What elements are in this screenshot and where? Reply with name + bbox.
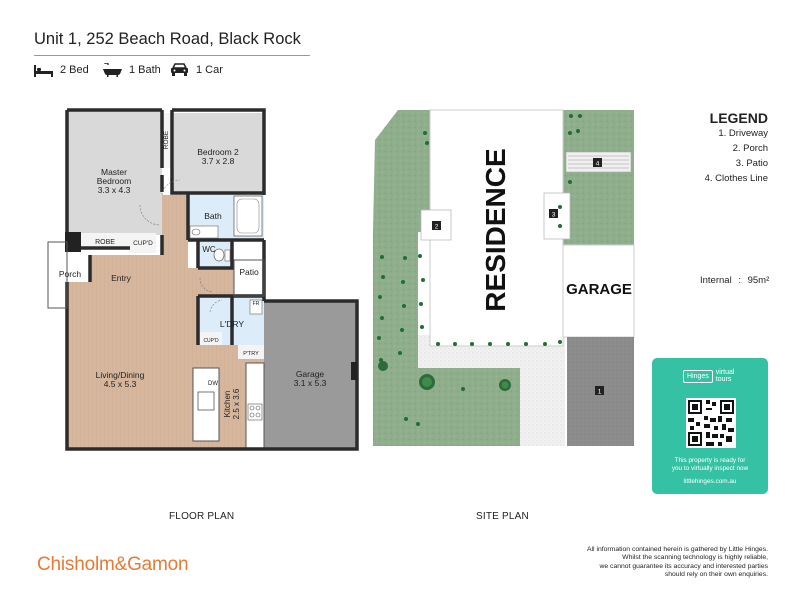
garage-name: Garage: [296, 369, 325, 379]
legend-item-porch: 2. Porch: [732, 143, 768, 154]
fridge-label: FR: [253, 301, 260, 307]
brand-logo: Chisholm&Gamon: [37, 554, 189, 575]
cupboard-top-label: CUP'D: [133, 240, 153, 247]
entry-label: Entry: [111, 273, 132, 283]
residence-label: RESIDENCE: [480, 148, 511, 311]
residence-footprint: [429, 109, 564, 347]
car-count-label: 1 Car: [196, 64, 223, 76]
bathtub: [233, 195, 263, 237]
internal-separator: :: [738, 275, 741, 286]
tours-word: tours: [715, 376, 732, 383]
living-name: Living/Dining: [96, 370, 145, 380]
bedroom-2: [172, 113, 264, 193]
virtual-tour-url[interactable]: littlehinges.com.au: [683, 478, 737, 485]
floor-plan-label: FLOOR PLAN: [169, 511, 235, 522]
wall-column: [65, 232, 81, 252]
robe-horizontal: [80, 233, 130, 248]
car-icon: [171, 63, 188, 76]
cooktop: [247, 403, 263, 421]
bath-count-label: 1 Bath: [129, 64, 161, 76]
site-garage-label: GARAGE: [566, 281, 632, 298]
marker-4: 4: [596, 161, 600, 168]
master-name: Master: [101, 167, 127, 177]
hinges-badge: Hinges: [683, 369, 713, 383]
cupboard-top: [129, 233, 156, 253]
bed-icon: [34, 64, 53, 77]
wc-label: WC: [202, 245, 216, 254]
bed-feature: 2 Bed: [34, 62, 89, 78]
kitchen-dims: 2.5 x 3.6: [232, 388, 241, 419]
pantry-label: P'TRY: [243, 351, 259, 357]
marker-2: 2: [435, 224, 439, 231]
qr-code-icon[interactable]: [686, 398, 736, 448]
bedroom2-name: Bedroom 2: [197, 147, 239, 157]
patio-area: [233, 259, 265, 297]
disclaimer-line-4: should rely on their own enquiries.: [664, 571, 768, 579]
car-feature: 1 Car: [170, 62, 223, 78]
robe-vertical-label: ROBE: [163, 130, 170, 149]
cupboard-laundry: [200, 332, 222, 345]
legend-item-driveway: 1. Driveway: [718, 128, 768, 139]
marker-3: 3: [552, 212, 556, 219]
disclaimer: All information contained herein is gath…: [508, 546, 768, 580]
garage-room: [264, 301, 357, 449]
disclaimer-line-3: we cannot guarantee its accuracy and int…: [599, 562, 768, 570]
porch-area: [47, 241, 68, 309]
disclaimer-line-1: All information contained herein is gath…: [587, 546, 768, 553]
internal-value: 95m²: [747, 275, 770, 286]
virtual-tour-line-2: you to virtually inspect now: [671, 465, 749, 472]
robe-label: ROBE: [95, 239, 115, 246]
gravel-path-side: [520, 368, 565, 446]
virtual-tour-text: This property is ready for you to virtua…: [656, 457, 764, 473]
virtual-tour-line-1: This property is ready for: [674, 457, 746, 464]
site-garage-footprint: [562, 244, 635, 338]
bath-icon: [103, 63, 122, 77]
internal-area: Internal : 95m²: [700, 275, 769, 286]
property-address: Unit 1, 252 Beach Road, Black Rock: [34, 30, 301, 48]
cupboard-laundry-label: CUP'D: [203, 338, 219, 344]
kitchen-name: Kitchen: [223, 391, 232, 418]
bed-count-label: 2 Bed: [60, 64, 89, 76]
master-bedroom: [67, 110, 162, 235]
legend-item-clothes-line: 4. Clothes Line: [704, 173, 768, 184]
site-porch: [420, 209, 452, 241]
living-dims: 4.5 x 5.3: [104, 379, 137, 389]
toilet: [213, 248, 225, 262]
rear-lawn: [563, 110, 634, 245]
pantry: [238, 345, 264, 359]
bath-label: Bath: [204, 211, 222, 221]
little-hinges-logo: Hinges virtual tours: [683, 368, 739, 384]
garage-door-motor: [351, 362, 357, 380]
disclaimer-line-2: Whilst the scanning technology is highly…: [622, 554, 768, 562]
kitchen-island: [192, 367, 220, 442]
legend-title: LEGEND: [709, 110, 768, 126]
master-dims: 3.3 x 4.3: [98, 185, 131, 195]
marker-1: 1: [598, 389, 602, 396]
laundry-tub: [249, 299, 263, 315]
internal-label: Internal: [700, 275, 732, 286]
sink: [197, 391, 215, 411]
master-name-2: Bedroom: [97, 176, 132, 186]
bath-feature: 1 Bath: [103, 62, 161, 78]
laundry-label: L'DRY: [220, 319, 244, 329]
garage-dims: 3.1 x 5.3: [294, 378, 327, 388]
dishwasher-label: DW: [208, 381, 218, 387]
legend-item-patio: 3. Patio: [735, 158, 768, 169]
tree-3: [378, 361, 388, 371]
porch-label: Porch: [59, 269, 81, 279]
virtual-word: virtual: [715, 369, 735, 376]
site-plan-label: SITE PLAN: [476, 511, 529, 522]
title-divider: [34, 55, 310, 56]
patio-label: Patio: [239, 267, 259, 277]
bedroom2-dims: 3.7 x 2.8: [202, 156, 235, 166]
